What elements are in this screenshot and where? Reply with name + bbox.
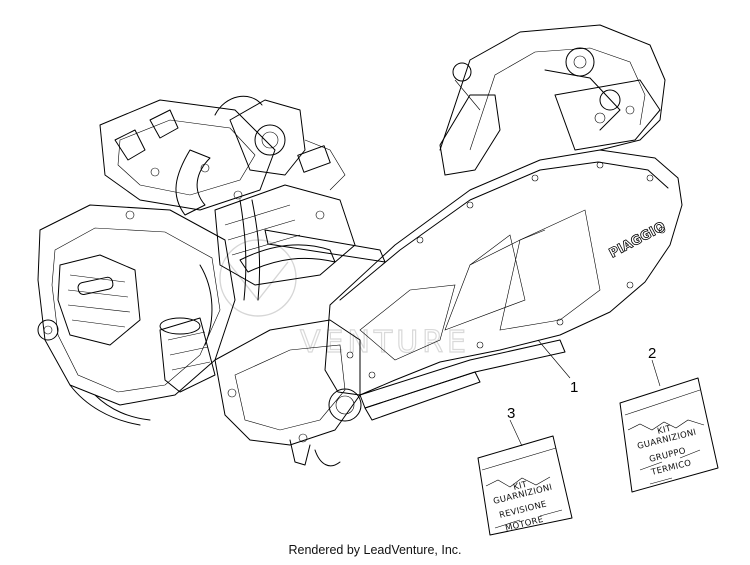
gasket-kit-bag-2: KIT GUARNIZIONI GRUPPO TERMICO: [619, 377, 719, 493]
callout-2: 2: [648, 345, 656, 362]
callout-1: 1: [570, 379, 578, 396]
leader-line-1: [537, 339, 571, 379]
callout-3: 3: [507, 405, 515, 422]
footer-credit: Rendered by LeadVenture, Inc.: [288, 543, 462, 557]
kit-3-line-1: KIT: [512, 480, 529, 493]
watermark-text: VENTURE: [300, 325, 470, 360]
leader-line-2: [651, 359, 661, 387]
cover-brand-lettering: PIAGGIO: [607, 219, 668, 261]
cover-bolts: [346, 161, 666, 379]
leader-line-3: [509, 419, 523, 447]
watermark: VENTURE: [219, 239, 470, 361]
kit-2-line-1: KIT: [656, 424, 673, 437]
gasket-kit-bag-3: KIT GUARNIZIONI REVISIONE MOTORE: [477, 435, 573, 536]
engine-assembly: PIAGGIO: [37, 24, 683, 467]
